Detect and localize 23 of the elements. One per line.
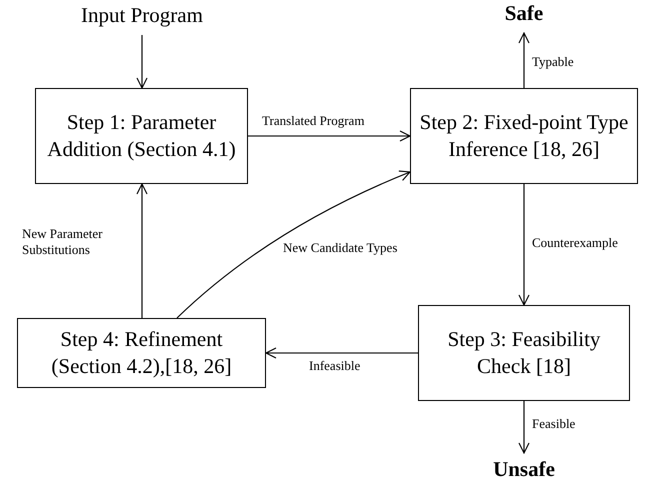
arrow [518,401,530,454]
box-label: Step 2: Fixed-point Type Inference [18, 26] [418,109,630,163]
arrow [248,130,411,142]
arrow [518,184,530,306]
edge-label: Typable [532,54,574,70]
edge-label: Translated Program [262,113,364,129]
edge-label: New Candidate Types [283,240,398,256]
process-box [17,318,266,388]
arrow [265,347,418,359]
arrow [518,32,530,88]
node-label: Unsafe [493,456,555,482]
process-box [35,88,248,184]
process-box [410,88,638,184]
edge-label: Counterexample [532,235,618,251]
box-label: Step 3: Feasibility Check [18] [446,326,602,380]
node-label: Input Program [81,2,203,28]
node-label: Safe [504,0,544,26]
process-box [418,305,630,401]
box-label: Step 1: Parameter Addition (Section 4.1) [46,109,237,163]
arrow [136,183,148,318]
box-label: Step 4: Refinement (Section 4.2),[18, 26] [50,326,233,380]
arrow [176,170,411,318]
arrow [136,35,148,89]
